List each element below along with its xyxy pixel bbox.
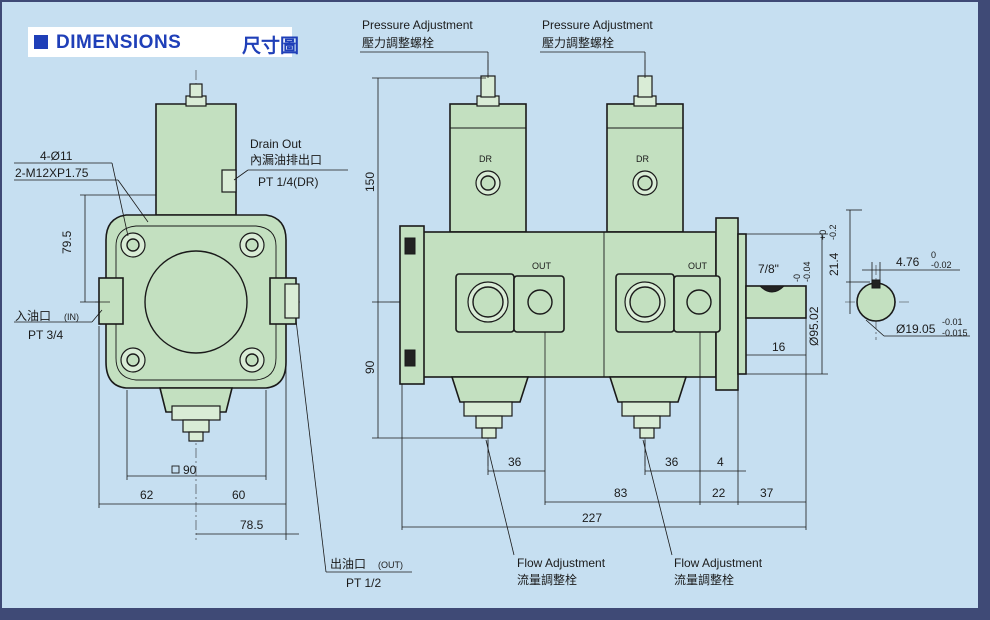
shaft-dia-tol-up: -0.01	[942, 317, 963, 327]
out-label-1: OUT	[532, 261, 552, 271]
pilot-tol-low: -0.04	[802, 261, 812, 282]
dim-227: 227	[582, 511, 602, 525]
header-square-icon	[34, 35, 48, 49]
dim-150: 150	[363, 172, 377, 192]
out-label-2: OUT	[688, 261, 708, 271]
dr-label-1: DR	[479, 154, 492, 164]
front-view	[95, 70, 300, 540]
dim-4: 4	[717, 455, 724, 469]
front-dimensions: 4-Ø11 2-M12XP1.75 Drain Out 內漏油排出口 PT 1/…	[14, 137, 412, 590]
flow-adj-en-2: Flow Adjustment	[674, 556, 763, 570]
side-dimensions: Pressure Adjustment 壓力調整螺栓 Pressure Adju…	[360, 18, 828, 587]
dim-37: 37	[760, 486, 774, 500]
outlet-port-label: PT 1/2	[346, 576, 381, 590]
pressure-adj-zh-1: 壓力調整螺栓	[362, 35, 434, 50]
drain-port-label: PT 1/4(DR)	[258, 175, 318, 189]
dim-60: 60	[232, 488, 246, 502]
inlet-label-tag: (IN)	[64, 312, 79, 322]
key-height-tol-low: -0.2	[828, 224, 838, 240]
dim-78-5: 78.5	[240, 518, 264, 532]
dim-62: 62	[140, 488, 154, 502]
dimensions-header: DIMENSIONS 尺寸圖	[28, 27, 299, 57]
key-width-tol-low: -0.02	[931, 260, 952, 270]
header-title-zh: 尺寸圖	[242, 35, 300, 57]
dim-36a: 36	[508, 455, 522, 469]
pilot-tol-up: -0	[792, 274, 802, 282]
pressure-adj-zh-2: 壓力調整螺栓	[542, 35, 614, 50]
dim-36b: 36	[665, 455, 679, 469]
dim-16: 16	[772, 340, 786, 354]
pilot-dia: Ø95.02	[807, 306, 821, 346]
side-view: DR DR 7/8" OUT OUT	[390, 60, 807, 470]
pressure-adj-en-1: Pressure Adjustment	[362, 18, 473, 32]
flow-adj-en-1: Flow Adjustment	[517, 556, 606, 570]
thread-spec-label: 2-M12XP1.75	[15, 166, 89, 180]
dim-square-90: 90	[183, 463, 197, 477]
shaft-dia-tol-low: -0.015	[942, 328, 968, 338]
inlet-label-zh: 入油口	[15, 309, 51, 323]
key-height: 21.4	[827, 252, 841, 276]
hole-spec-label: 4-Ø11	[40, 149, 73, 163]
key-height-tol-up: +0	[818, 230, 828, 240]
outlet-label-tag: (OUT)	[378, 560, 403, 570]
dim-83: 83	[614, 486, 628, 500]
dim-22: 22	[712, 486, 726, 500]
dr-label-2: DR	[636, 154, 649, 164]
flow-adj-zh-1: 流量調整栓	[517, 572, 577, 587]
taper-label: 7/8"	[758, 262, 779, 276]
drain-label-zh: 內漏油排出口	[250, 153, 322, 167]
dim-90: 90	[363, 360, 377, 374]
outlet-label-zh: 出油口	[330, 557, 366, 571]
header-title: DIMENSIONS	[56, 32, 182, 53]
key-width: 4.76	[896, 255, 920, 269]
shaft-detail: 21.4 +0 -0.2 4.76 0 -0.02 Ø19.05 -0.01 -…	[818, 209, 970, 340]
inlet-port-label: PT 3/4	[28, 328, 63, 342]
flow-adj-zh-2: 流量調整栓	[674, 572, 734, 587]
pressure-adj-en-2: Pressure Adjustment	[542, 18, 653, 32]
dim-79-5: 79.5	[60, 230, 74, 254]
key-width-tol-up: 0	[931, 250, 936, 260]
shaft-dia: Ø19.05	[896, 322, 936, 336]
drain-label-en: Drain Out	[250, 137, 302, 151]
